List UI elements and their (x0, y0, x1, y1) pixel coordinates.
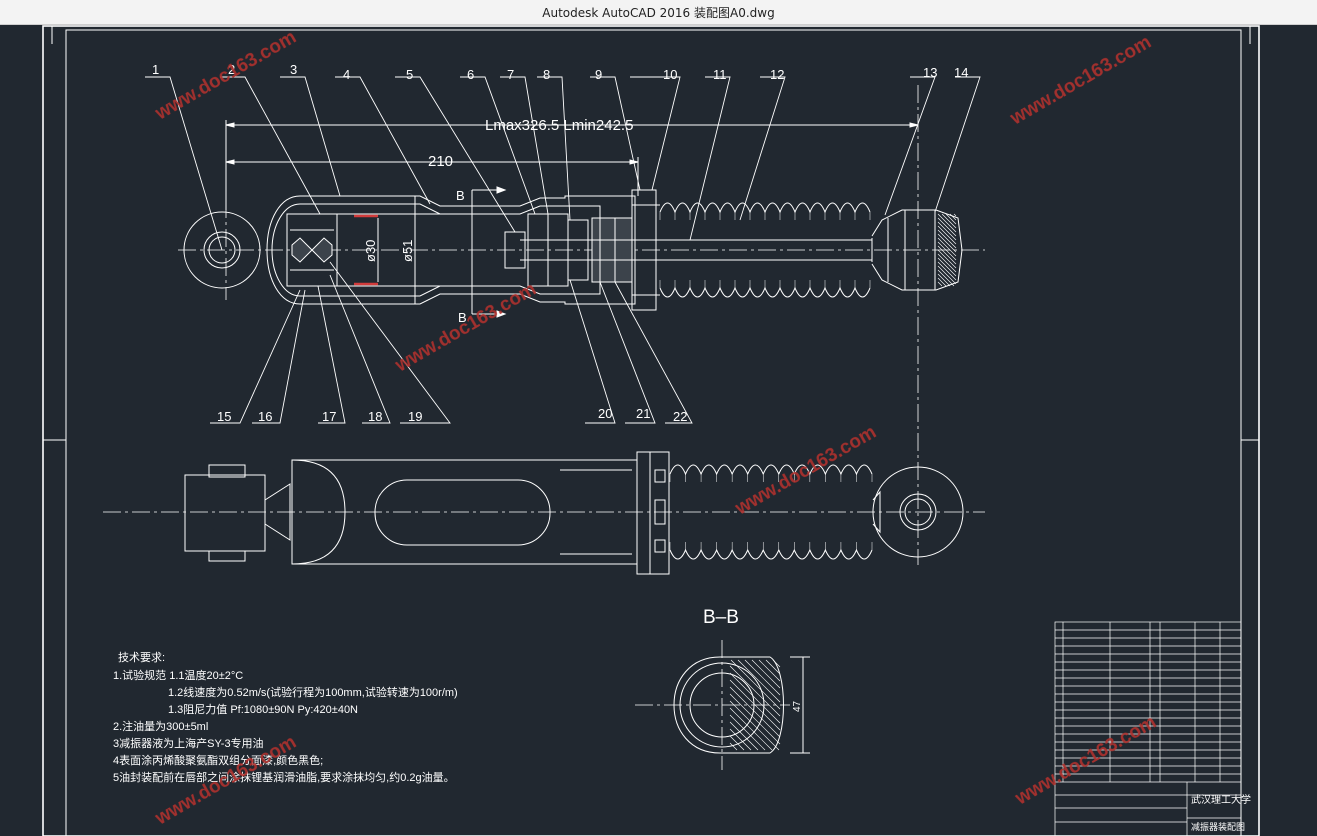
balloon-12: 12 (770, 67, 784, 82)
balloon-16: 16 (258, 409, 272, 424)
dim-d51: ø51 (400, 240, 415, 262)
right-mount-main (871, 209, 963, 291)
balloon-11: 11 (713, 67, 727, 82)
main-section-view (183, 189, 873, 311)
note-line: 1.2线速度为0.52m/s(试验行程为100mm,试验转速为100r/m) (168, 685, 458, 699)
notes-heading: 技术要求: (118, 651, 165, 664)
balloon-20: 20 (598, 406, 612, 421)
leader-lines (145, 76, 981, 424)
dust-boot-elevation (669, 464, 873, 560)
balloon-7: 7 (507, 67, 514, 82)
balloon-1: 1 (152, 62, 159, 77)
left-eye-outer (183, 211, 261, 289)
balloon-22: 22 (673, 409, 687, 424)
balloon-2: 2 (228, 62, 235, 77)
title-block-drawing-name: 减振器装配图 (1191, 821, 1245, 833)
dim-lmax: Lmax326.5 Lmin242.5 (485, 117, 633, 134)
balloon-4: 4 (343, 67, 350, 82)
watermark: www.doc163.com (391, 279, 540, 377)
note-line: 3减振器液为上海产SY-3专用油 (113, 736, 264, 750)
parts-list (1054, 621, 1242, 836)
section-marker-top: B (456, 188, 465, 203)
technical-notes: 技术要求: 1.试验规范 1.1温度20±2°C 1.2线速度为0.52m/s(… (113, 651, 458, 784)
section-bb-view (673, 656, 810, 754)
balloon-8: 8 (543, 67, 550, 82)
balloon-14: 14 (954, 65, 968, 80)
balloon-19: 19 (408, 409, 422, 424)
dust-boot-main (659, 202, 871, 298)
drawing-frame (42, 25, 1260, 836)
note-line: 2.注油量为300±5ml (113, 719, 208, 733)
balloon-5: 5 (406, 67, 413, 82)
section-marker-bottom: B (458, 310, 467, 325)
watermark: www.doc163.com (1006, 32, 1155, 130)
note-line: 1.试验规范 1.1温度20±2°C (113, 668, 243, 682)
balloon-10: 10 (663, 67, 677, 82)
note-line: 1.3阻尼力值 Pf:1080±90N Py:420±40N (168, 703, 358, 716)
balloon-18: 18 (368, 409, 382, 424)
title-bar[interactable]: Autodesk AutoCAD 2016 装配图A0.dwg (0, 0, 1317, 25)
title-block-school: 武汉理工大学 (1191, 793, 1251, 806)
balloon-21: 21 (636, 406, 650, 421)
balloon-9: 9 (595, 67, 602, 82)
dim-210: 210 (428, 153, 453, 170)
dim-47: 47 (792, 700, 803, 712)
window-title: Autodesk AutoCAD 2016 装配图A0.dwg (542, 6, 775, 20)
dimension-lines (225, 120, 919, 318)
elevation-view (184, 451, 964, 575)
note-line: 5油封装配前在唇部之间涂抹锂基润滑油脂,要求涂抹均匀,约0.2g油量。 (113, 770, 455, 784)
balloon-13: 13 (923, 65, 937, 80)
watermark: www.doc163.com (151, 27, 300, 125)
balloon-15: 15 (217, 409, 231, 424)
dim-d30: ø30 (363, 240, 378, 262)
note-line: 4表面涂丙烯酸聚氨酯双组分面漆,颜色黑色; (113, 753, 323, 767)
section-title: B–B (703, 607, 739, 628)
balloon-3: 3 (290, 62, 297, 77)
balloon-17: 17 (322, 409, 336, 424)
balloon-6: 6 (467, 67, 474, 82)
